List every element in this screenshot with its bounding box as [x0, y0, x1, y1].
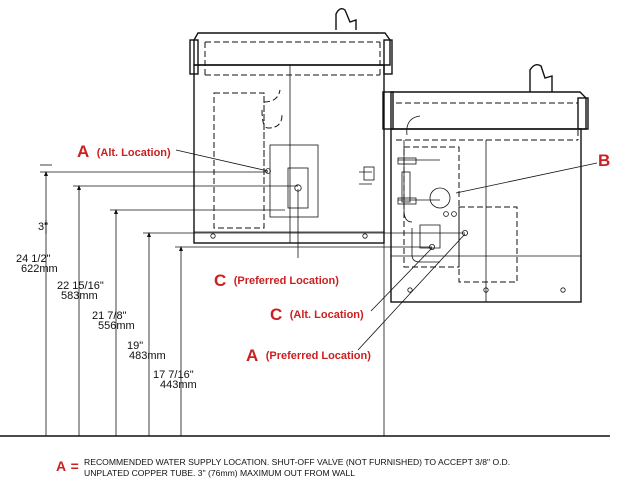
dim-17-imperial: 17 7/16"	[153, 369, 194, 381]
callout-a-preferred: A (Preferred Location)	[246, 346, 371, 365]
lower-fountain-unit	[359, 63, 589, 303]
footnote-equals: =	[71, 458, 79, 474]
upper-fountain-unit	[189, 7, 393, 244]
callout-a-alt-letter: A	[77, 142, 89, 161]
callout-a-alt: A (Alt. Location)	[77, 142, 171, 161]
dim-22-imperial: 22 15/16"	[57, 280, 104, 292]
footnote-line-2: UNPLATED COPPER TUBE. 3" (76mm) MAXIMUM …	[84, 468, 355, 478]
footnote-line-1: RECOMMENDED WATER SUPPLY LOCATION. SHUT-…	[84, 457, 510, 467]
dim-21-imperial: 21 7/8"	[92, 310, 127, 322]
callout-a-preferred-letter: A	[246, 346, 258, 365]
callout-c-preferred: C (Preferred Location)	[214, 271, 339, 290]
dim-3in-label: 3"	[38, 221, 48, 233]
dim-17-metric: 443mm	[160, 379, 197, 391]
callout-c-preferred-letter: C	[214, 271, 226, 290]
dim-22-metric: 583mm	[61, 290, 98, 302]
callout-a-alt-text: (Alt. Location)	[97, 147, 171, 159]
dim-21-metric: 556mm	[98, 320, 135, 332]
footnote-letter: A	[56, 458, 66, 474]
callout-c-alt-letter: C	[270, 305, 282, 324]
dimension-lines	[0, 140, 610, 437]
footnote-marker: A =	[56, 458, 79, 475]
callout-c-alt: C (Alt. Location)	[270, 305, 364, 324]
dim-19-imperial: 19"	[127, 340, 143, 352]
callout-leaders	[175, 149, 598, 351]
dim-19-metric: 483mm	[129, 350, 166, 362]
dim-24-metric: 622mm	[21, 263, 58, 275]
callout-c-preferred-text: (Preferred Location)	[234, 275, 339, 287]
callout-b-letter: B	[598, 151, 610, 170]
callout-c-alt-text: (Alt. Location)	[290, 309, 364, 321]
dim-24-imperial: 24 1/2"	[16, 253, 51, 265]
callout-a-preferred-text: (Preferred Location)	[266, 350, 371, 362]
